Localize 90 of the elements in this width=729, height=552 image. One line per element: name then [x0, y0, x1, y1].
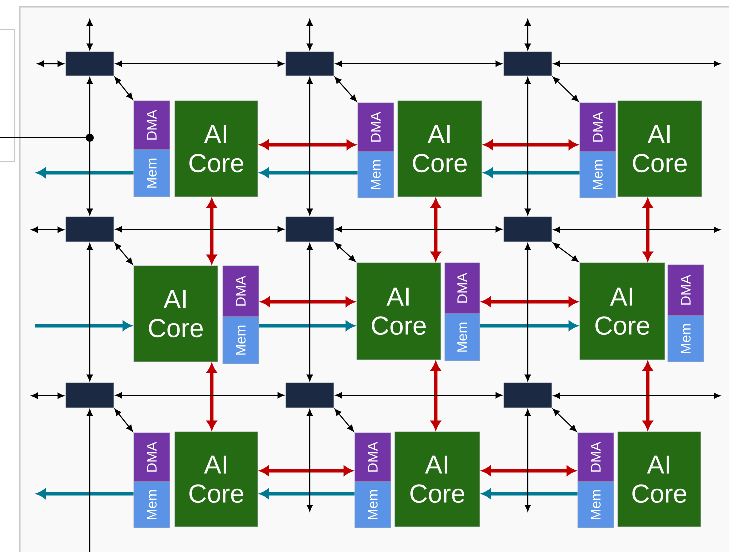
router-box	[504, 382, 552, 408]
arrow	[87, 19, 94, 50]
memory-box: Mem	[668, 316, 704, 362]
arrow	[554, 392, 721, 399]
router-box	[504, 52, 552, 76]
router-box	[66, 52, 114, 76]
core-box: AI Core	[174, 432, 258, 528]
core-box: AI Core	[394, 432, 480, 528]
arrow	[31, 226, 64, 234]
arrow	[116, 61, 284, 67]
arrow	[260, 466, 353, 476]
arrow	[334, 409, 354, 432]
arrow	[336, 392, 502, 398]
arrow	[336, 226, 502, 232]
arrow	[116, 226, 284, 232]
arrow	[207, 364, 217, 430]
arrow	[260, 168, 358, 178]
arrow	[307, 78, 314, 216]
arrow	[480, 321, 578, 331]
arrow	[334, 77, 358, 102]
arrow	[553, 77, 579, 102]
arrow	[553, 242, 579, 262]
memory-box: Mem	[580, 152, 616, 198]
arrow	[31, 392, 64, 399]
router-box	[504, 216, 552, 242]
memory-box: Mem	[354, 482, 392, 528]
dma-box: DMA	[580, 102, 616, 152]
arrow	[87, 410, 94, 552]
core-box: AI Core	[618, 432, 702, 528]
dma-box: DMA	[578, 432, 614, 482]
arrow	[260, 489, 355, 499]
arrow	[643, 199, 653, 261]
arrow	[482, 489, 578, 499]
dma-box: DMA	[354, 432, 392, 482]
dma-box: DMA	[668, 264, 704, 316]
arrow	[431, 199, 441, 261]
arrow	[35, 321, 132, 331]
arrow	[116, 392, 284, 398]
memory-box: Mem	[358, 152, 394, 198]
dma-box: DMA	[444, 262, 480, 314]
arrow	[336, 61, 502, 67]
router-box	[66, 216, 114, 242]
core-box: AI Core	[134, 266, 218, 362]
arrow	[525, 19, 531, 50]
router-box	[286, 52, 334, 76]
core-box: AI Core	[398, 100, 482, 198]
arrow	[37, 61, 64, 67]
dma-box: DMA	[358, 102, 394, 152]
memory-box: Mem	[134, 150, 170, 198]
arrow	[261, 297, 355, 307]
arrow	[525, 78, 531, 216]
memory-box: Mem	[578, 482, 614, 528]
arrow	[37, 168, 134, 178]
arrow	[554, 61, 721, 67]
core-box: AI Core	[618, 100, 702, 198]
router-box	[286, 216, 334, 242]
core-box: AI Core	[174, 100, 258, 198]
arrow	[482, 466, 576, 476]
memory-box: Mem	[222, 316, 260, 364]
arrow	[525, 244, 531, 382]
dma-box: DMA	[134, 100, 170, 150]
arrow	[87, 78, 94, 216]
dma-box: DMA	[222, 266, 260, 318]
router-box	[66, 382, 114, 408]
core-box: AI Core	[580, 262, 666, 360]
core-box: AI Core	[356, 262, 442, 360]
arrow	[87, 244, 94, 382]
arrow	[307, 244, 314, 382]
arrow	[525, 410, 531, 512]
arrow	[207, 199, 217, 264]
arrow	[553, 409, 577, 432]
arrow	[643, 362, 653, 430]
arrow	[114, 243, 134, 265]
arrow	[482, 297, 578, 307]
arrow	[114, 77, 134, 100]
arrow	[307, 19, 314, 50]
arrow	[484, 168, 580, 178]
memory-box: Mem	[444, 314, 480, 362]
arrow	[484, 140, 578, 150]
arrow	[37, 489, 134, 499]
memory-box: Mem	[134, 482, 170, 528]
arrow	[554, 226, 721, 234]
arrow	[335, 242, 356, 262]
arrow	[114, 409, 134, 432]
arrow	[259, 321, 355, 331]
arrow	[431, 362, 441, 430]
arrow	[260, 140, 356, 150]
router-box	[286, 382, 334, 408]
dma-box: DMA	[134, 432, 170, 482]
arrow	[307, 410, 314, 512]
